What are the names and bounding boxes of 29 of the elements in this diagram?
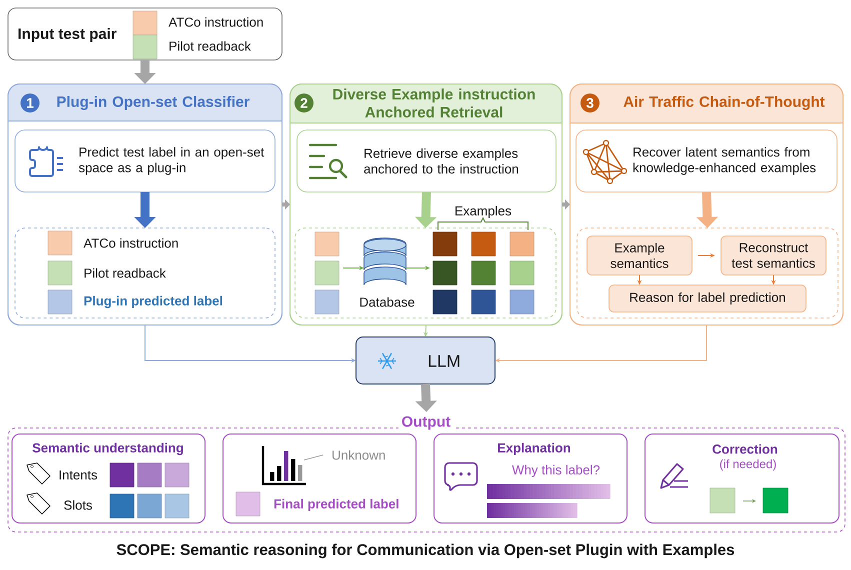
legend-text: ATCo instruction <box>168 17 263 27</box>
cylinder-label: Database <box>360 297 414 307</box>
row-label: Intents <box>60 470 98 480</box>
panel-title: Plug-in Open-set Classifier <box>57 96 250 110</box>
row-label: Slots <box>64 500 92 510</box>
note-text: (if needed) <box>720 459 776 471</box>
step-box: Predict test label in an open-set space as a plug-in <box>14 130 276 192</box>
legend-text: Plug-in predicted label <box>84 296 222 308</box>
heading: Examples <box>456 206 512 218</box>
step-box: Recover latent semantics from knowledge-enhanced examples <box>576 130 838 192</box>
caption: SCOPE: Semantic reasoning for Communication via Open-set Plugin with Examples <box>116 544 734 558</box>
step-box: Example semantics <box>586 236 692 276</box>
number-badge: 3 <box>580 94 600 112</box>
legend-text: Pilot readback <box>84 268 166 278</box>
step-box: Reconstruct test semantics <box>720 236 826 276</box>
chart-label: Unknown <box>332 450 385 460</box>
step-box: Reason for label prediction <box>608 284 806 312</box>
question-text: Why this label? <box>512 464 600 478</box>
legend-text: Pilot readback <box>170 41 251 51</box>
legend-text: ATCo instruction <box>84 238 178 248</box>
step-box: Retrieve diverse examples anchored to the instruction <box>296 130 556 192</box>
dashed-box <box>576 228 838 318</box>
number-badge: 1 <box>20 94 40 112</box>
llm-box: LLM <box>356 336 496 384</box>
panel-title: Diverse Example instruction Anchored Retrieval <box>333 88 535 118</box>
number-badge: 2 <box>294 94 314 112</box>
swatch-label: Final predicted label <box>274 498 398 512</box>
panel-title: Air Traffic Chain-of-Thought <box>624 96 825 110</box>
heading: Output <box>398 413 454 433</box>
